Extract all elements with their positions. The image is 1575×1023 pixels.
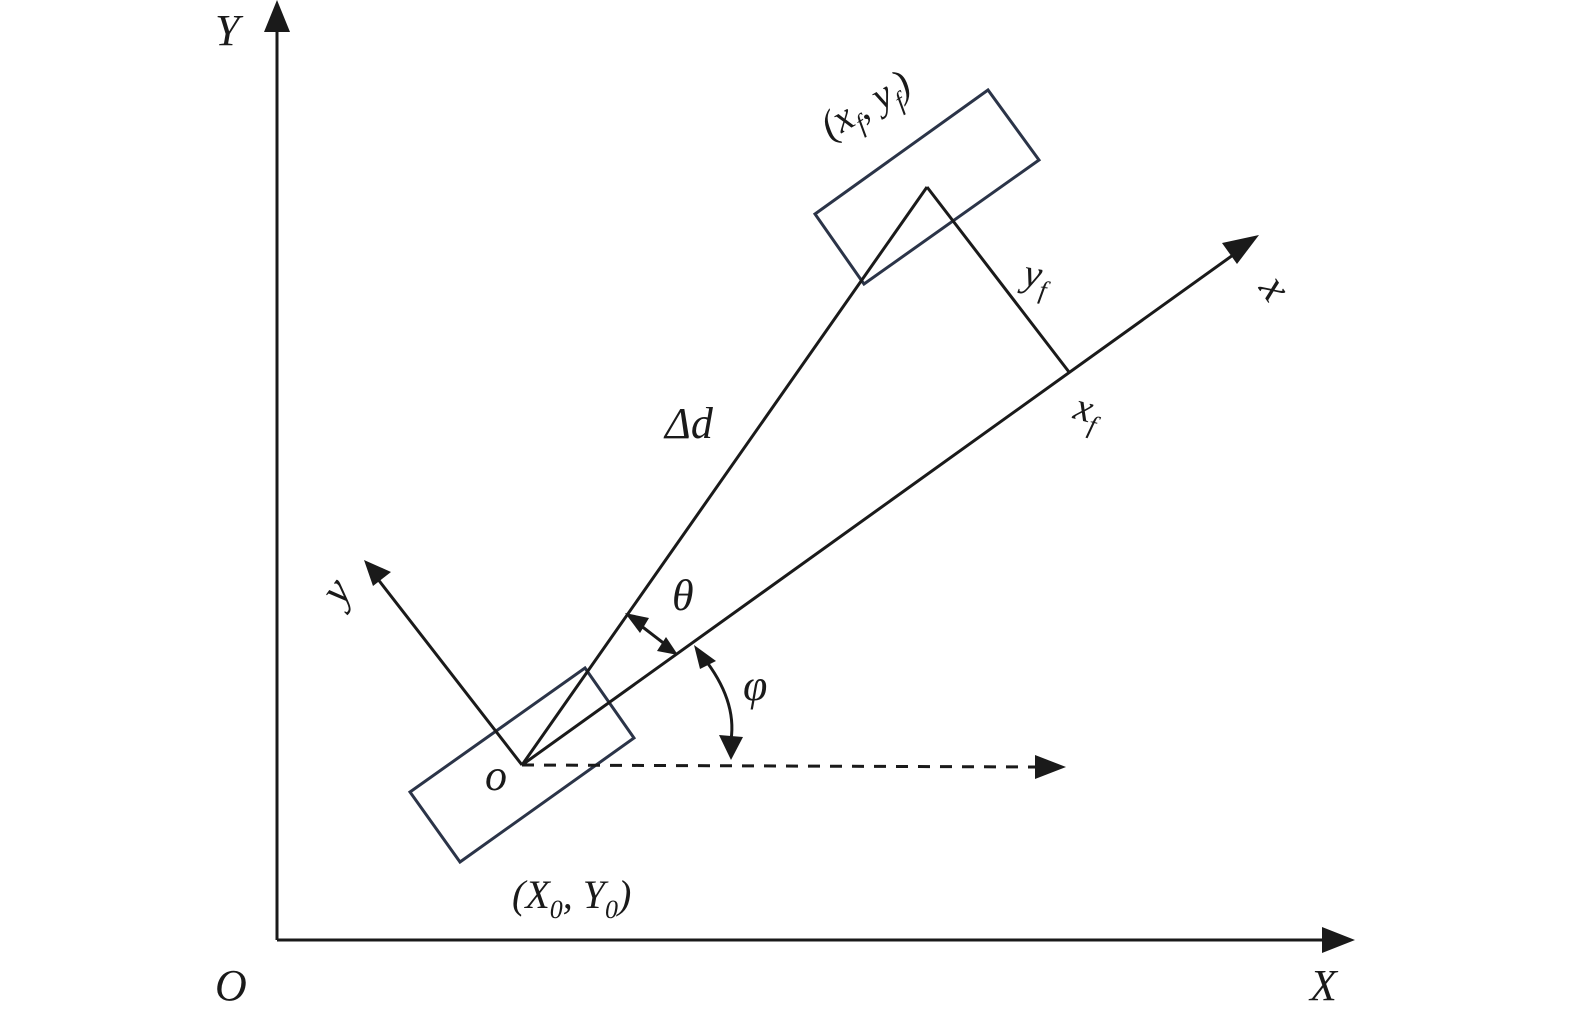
local-x-axis [521,235,1259,767]
goal-vehicle-box [812,87,1042,287]
distance-label: Δd [663,399,714,448]
horizontal-reference-arrowhead [1035,755,1066,779]
local-y-label: y [308,568,362,616]
displacement-line [520,186,929,766]
phi-label: φ [743,661,767,710]
global-x-arrowhead [1322,927,1355,953]
phi-angle-marker [694,645,743,760]
local-y-arrowhead [364,560,391,586]
local-x-axis-line [521,248,1241,767]
phi-arc [701,656,734,741]
theta-arrowhead-a [625,613,649,633]
horizontal-reference-line [521,763,1041,769]
global-origin-label: O [215,961,247,1010]
local-origin-label: o [485,751,507,800]
theta-angle-marker [625,613,678,655]
phi-arrowhead-top [694,645,716,669]
theta-label: θ [672,571,694,620]
global-y-label: Y [215,6,244,55]
theta-arc [639,623,667,647]
xf-label: xf [1067,383,1109,441]
theta-arrowhead-b [657,637,678,655]
global-y-arrowhead [264,0,290,32]
global-x-label: X [1308,961,1339,1010]
start-point-label: (X0, Y0) [512,872,631,924]
local-x-arrowhead [1222,235,1259,264]
phi-arrowhead-bottom [719,735,743,760]
start-vehicle-box [407,665,637,865]
local-x-label: x [1249,265,1301,310]
local-y-axis [364,560,524,766]
global-axes [264,0,1355,953]
yf-projection-line [925,186,1071,373]
horizontal-reference [521,755,1066,779]
end-point-label: (xf, yf) [812,61,922,154]
local-y-axis-line [375,577,524,766]
yf-label: yf [1015,249,1056,306]
